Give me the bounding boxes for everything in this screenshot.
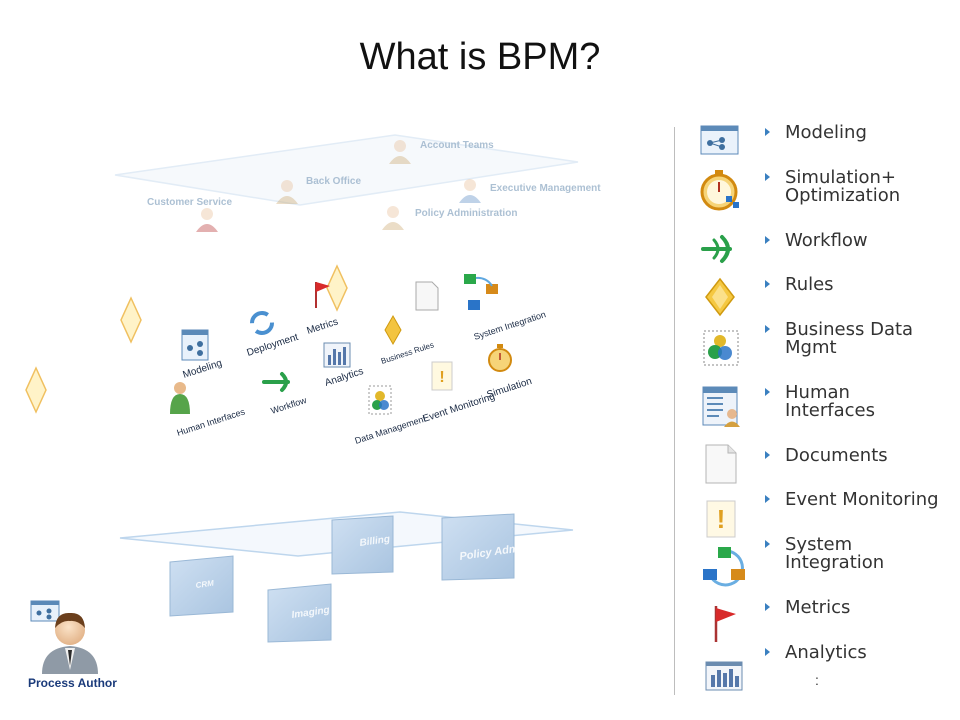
- diamond-icon: [705, 277, 735, 317]
- component-label-system-integration: System Integration: [473, 309, 547, 342]
- exclamation-icon: !: [431, 361, 453, 391]
- component-label-event-monitoring: Event Monitoring: [422, 391, 497, 425]
- svg-text:!: !: [717, 504, 726, 534]
- component-label-metrics: Metrics: [306, 316, 340, 336]
- role-label-backoffice: Back Office: [306, 176, 361, 187]
- person-green-icon: [170, 382, 190, 414]
- bullet-icon: [765, 495, 770, 503]
- diamond-icon: [384, 314, 402, 346]
- bullet-icon: [765, 603, 770, 611]
- person-icon: [389, 140, 411, 164]
- process-author-label: Process Author: [28, 676, 117, 690]
- system-box-imaging: [267, 583, 332, 643]
- bullet-icon: [765, 173, 770, 181]
- bullet-icon: [765, 325, 770, 333]
- data-icon: [703, 330, 739, 366]
- system-box-crm: [169, 555, 234, 617]
- person-icon: [382, 206, 404, 230]
- process-author-avatar: [42, 612, 98, 674]
- modeling-icon: [30, 600, 60, 622]
- role-label-executive: Executive Management: [490, 183, 601, 194]
- bullet-icon: [765, 451, 770, 459]
- modeling-icon: [181, 329, 209, 361]
- stopwatch-icon: [700, 170, 739, 211]
- deployment-icon: [250, 311, 274, 335]
- role-label-customer: Customer Service: [147, 197, 232, 208]
- component-label-business-rules: Business Rules: [380, 340, 435, 366]
- system-box-policy-admin: [441, 513, 515, 581]
- integration-icon: [464, 274, 498, 310]
- stopwatch-icon: [488, 344, 512, 372]
- legend-more-indicator: :: [815, 672, 819, 688]
- bpm-diagram: Account Teams Back Office Executive Mana…: [25, 134, 601, 674]
- modeling-icon: [700, 125, 739, 155]
- component-label-deployment: Deployment: [246, 332, 300, 359]
- org-people: [196, 140, 481, 232]
- system-label-imaging: Imaging: [291, 605, 331, 621]
- system-box-billing: [331, 515, 394, 575]
- bullet-icon: [765, 540, 770, 548]
- bullet-icon: [765, 648, 770, 656]
- flag-icon: [315, 282, 330, 308]
- role-label-account: Account Teams: [420, 140, 494, 151]
- person-icon: [459, 179, 481, 203]
- bullet-icon: [765, 388, 770, 396]
- bar-chart-icon: [705, 661, 743, 691]
- rule-diamonds: [25, 264, 348, 414]
- bullet-icon: [765, 236, 770, 244]
- component-label-modeling: Modeling: [182, 358, 224, 381]
- bullet-icon: [765, 128, 770, 136]
- bar-chart-icon: [323, 342, 351, 368]
- form-icon: [702, 386, 740, 427]
- system-label-billing: Billing: [359, 534, 391, 549]
- flag-icon: [714, 606, 736, 642]
- data-icon: [368, 385, 392, 415]
- component-label-workflow: Workflow: [270, 395, 309, 416]
- org-layer-plane: [114, 134, 579, 206]
- integration-icon: [703, 547, 745, 587]
- document-icon: [705, 444, 737, 484]
- workflow-arrow-icon: [262, 372, 290, 392]
- bullet-icon: [765, 280, 770, 288]
- exclamation-icon: !: [706, 500, 736, 538]
- role-label-policy: Policy Administration: [415, 208, 517, 219]
- workflow-arrow-icon: [701, 235, 732, 263]
- component-label-simulation: Simulation: [486, 376, 534, 401]
- document-icon: [415, 281, 439, 311]
- component-label-analytics: Analytics: [324, 366, 365, 389]
- person-icon: [276, 180, 298, 204]
- page-title: What is BPM?: [359, 36, 601, 78]
- component-label-data-management: Data Management: [354, 413, 428, 446]
- legend-divider: [674, 127, 675, 695]
- person-icon: [196, 208, 218, 232]
- system-label-crm: CRM: [195, 578, 215, 589]
- svg-text:!: !: [439, 369, 444, 386]
